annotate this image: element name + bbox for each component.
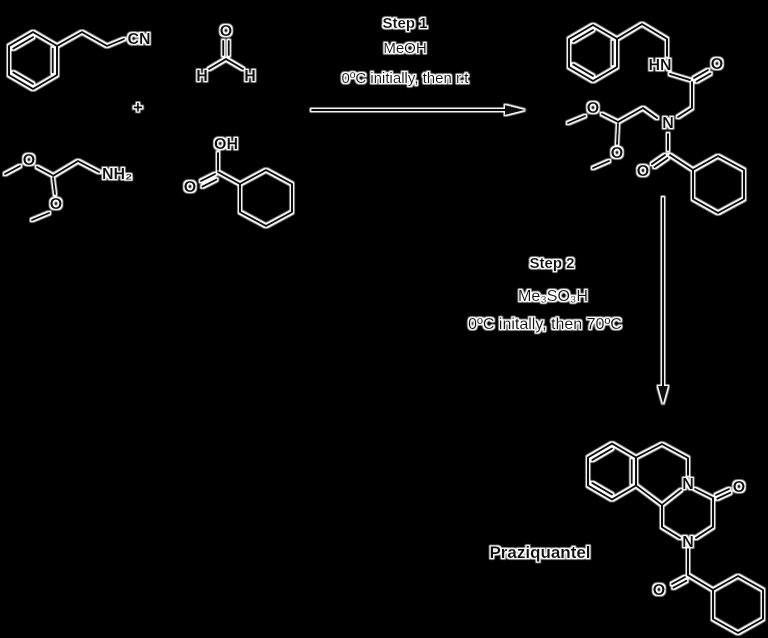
molecule-amide-intermediate: HN O N O O O bbox=[567, 23, 745, 214]
acid-bonds bbox=[200, 152, 293, 227]
praziquantel-n-top-label: N bbox=[682, 476, 694, 493]
praziquantel-benzene-ring bbox=[587, 442, 637, 501]
step1-title: Step 1 bbox=[382, 15, 427, 32]
acetal-bonds bbox=[4, 160, 100, 221]
step2-temperature: 0ºC initally, then 70ºC bbox=[468, 316, 622, 333]
acetal-o-top-label: O bbox=[23, 152, 35, 169]
step1-solvent: MeOH bbox=[383, 40, 426, 57]
propanenitrile-chain bbox=[56, 31, 125, 47]
molecule-cyclohexanecarboxylic-acid: OH O bbox=[184, 136, 293, 227]
acid-oh-label: OH bbox=[214, 136, 238, 153]
step2-conditions: Step 2 Me₃SO₃H 0ºC initally, then 70ºC bbox=[468, 255, 622, 333]
molecule-aminoacetal: O O NH₂ bbox=[4, 152, 132, 221]
phenyl-ring bbox=[8, 31, 58, 90]
formaldehyde-h-right-label: H bbox=[244, 68, 256, 85]
product-name-label: Praziquantel bbox=[489, 543, 590, 562]
step2-reagent: Me₃SO₃H bbox=[518, 288, 588, 305]
praziquantel-n-bottom-label: N bbox=[682, 534, 694, 551]
arrowhead-right-icon bbox=[505, 105, 525, 115]
praziquantel-lactam-o-label: O bbox=[733, 479, 745, 496]
praziquantel-acyl-o-label: O bbox=[653, 582, 665, 599]
step2-title: Step 2 bbox=[529, 255, 574, 272]
molecule-formaldehyde: O H H bbox=[196, 23, 256, 85]
formaldehyde-bonds bbox=[208, 40, 244, 70]
plus-sign: + bbox=[133, 98, 143, 117]
intermediate-methoxy-o-top-label: O bbox=[587, 100, 599, 117]
molecule-phenylpropanenitrile: CN bbox=[8, 31, 151, 90]
acid-o-label: O bbox=[184, 179, 196, 196]
intermediate-amide-o-label: O bbox=[711, 56, 723, 73]
molecule-praziquantel: N O N O bbox=[587, 442, 764, 634]
formaldehyde-o-label: O bbox=[220, 23, 232, 40]
step1-arrow bbox=[311, 105, 525, 115]
intermediate-hn-label: HN bbox=[648, 57, 671, 74]
amine-label: NH₂ bbox=[102, 166, 132, 183]
nitrile-label: CN bbox=[127, 31, 150, 48]
intermediate-bonds bbox=[567, 23, 745, 214]
intermediate-acyl-o-label: O bbox=[637, 163, 649, 180]
step1-conditions: Step 1 MeOH 0ºC initially, then r.t bbox=[342, 15, 470, 87]
acetal-o-bottom-label: O bbox=[50, 196, 62, 213]
step2-arrow bbox=[658, 197, 668, 404]
formaldehyde-h-left-label: H bbox=[196, 68, 208, 85]
arrowhead-down-icon bbox=[658, 386, 668, 404]
intermediate-phenyl-ring bbox=[568, 24, 618, 82]
praziquantel-ring-bonds bbox=[635, 443, 764, 634]
step1-temperature: 0ºC initially, then r.t bbox=[342, 70, 470, 87]
intermediate-methoxy-o-bottom-label: O bbox=[611, 145, 623, 162]
intermediate-n-label: N bbox=[662, 115, 674, 132]
